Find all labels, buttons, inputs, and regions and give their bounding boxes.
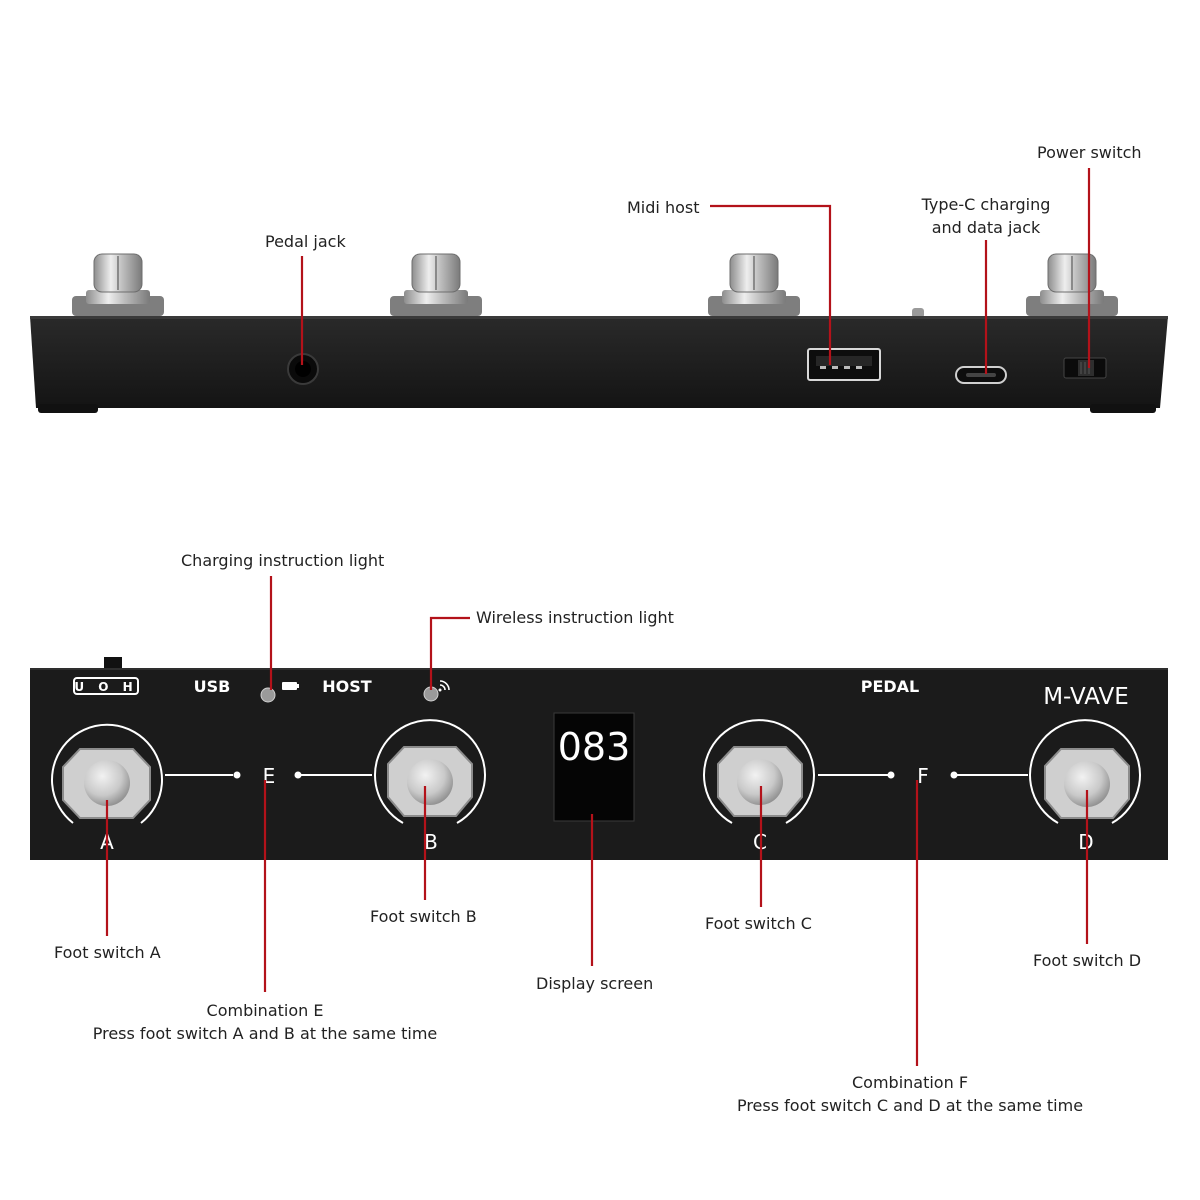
battery-icon bbox=[282, 682, 299, 690]
foot-switch-knob-side-b bbox=[390, 253, 482, 316]
mode-switch-label: U O H bbox=[74, 680, 137, 694]
foot-switch-a-icon bbox=[51, 723, 163, 824]
pedal-label: PEDAL bbox=[861, 677, 920, 696]
mode-switch-outline bbox=[73, 677, 139, 695]
wireless-icon bbox=[438, 680, 450, 692]
leader-lines bbox=[105, 168, 1091, 1066]
foot-switch-c-icon bbox=[703, 719, 815, 824]
brand-logo: M-VAVE bbox=[1043, 684, 1129, 710]
top-view: U O H USB HOST PEDAL M-VAVE 083 A B C D … bbox=[30, 657, 1168, 860]
type-c-port-icon bbox=[955, 366, 1007, 384]
callout-type-c-line1: Type-C charging bbox=[921, 195, 1051, 214]
callout-foot-switch-d: Foot switch D bbox=[1033, 951, 1142, 970]
callout-combination-f: Combination F Press foot switch C and D … bbox=[715, 1071, 1105, 1117]
foot-switch-b-icon bbox=[374, 719, 486, 824]
callout-midi-host: Midi host bbox=[627, 198, 700, 217]
led-nub bbox=[912, 308, 924, 318]
callout-combination-e: Combination E Press foot switch A and B … bbox=[70, 999, 460, 1045]
power-toggle-nub bbox=[104, 657, 122, 669]
callout-combination-f-desc: Press foot switch C and D at the same ti… bbox=[736, 1096, 1084, 1115]
callout-type-c-line2: and data jack bbox=[931, 218, 1041, 237]
switch-letter-b: B bbox=[424, 830, 438, 854]
callout-wireless-light: Wireless instruction light bbox=[476, 608, 674, 627]
callout-charging-light: Charging instruction light bbox=[181, 551, 385, 570]
side-view bbox=[30, 253, 1168, 413]
display-screen bbox=[553, 712, 635, 822]
callout-foot-switch-c: Foot switch C bbox=[705, 914, 812, 933]
host-label: HOST bbox=[322, 677, 372, 696]
callout-display-screen: Display screen bbox=[536, 974, 654, 993]
charging-led bbox=[260, 687, 276, 703]
foot-switch-knob-side-c bbox=[708, 253, 800, 316]
switch-letter-f: F bbox=[917, 764, 929, 788]
device-body-side bbox=[30, 316, 1168, 408]
foot-switch-knob-side-a bbox=[72, 253, 164, 316]
usb-port-icon bbox=[807, 348, 881, 381]
callout-combination-e-title: Combination E bbox=[206, 1001, 324, 1020]
callout-combination-f-title: Combination F bbox=[851, 1073, 969, 1092]
power-switch-icon bbox=[1063, 357, 1107, 379]
callout-combination-e-desc: Press foot switch A and B at the same ti… bbox=[92, 1024, 438, 1043]
foot-switch-d-icon bbox=[1029, 719, 1141, 824]
callout-power-switch: Power switch bbox=[1037, 143, 1142, 162]
callout-foot-switch-b: Foot switch B bbox=[370, 907, 477, 926]
callout-type-c: Type-C charging and data jack bbox=[906, 193, 1066, 239]
usb-label: USB bbox=[194, 677, 231, 696]
callout-pedal-jack: Pedal jack bbox=[265, 232, 346, 251]
foot-switch-knob-side-d bbox=[1026, 253, 1118, 316]
callout-foot-switch-a: Foot switch A bbox=[54, 943, 161, 962]
display-value: 083 bbox=[558, 725, 631, 769]
